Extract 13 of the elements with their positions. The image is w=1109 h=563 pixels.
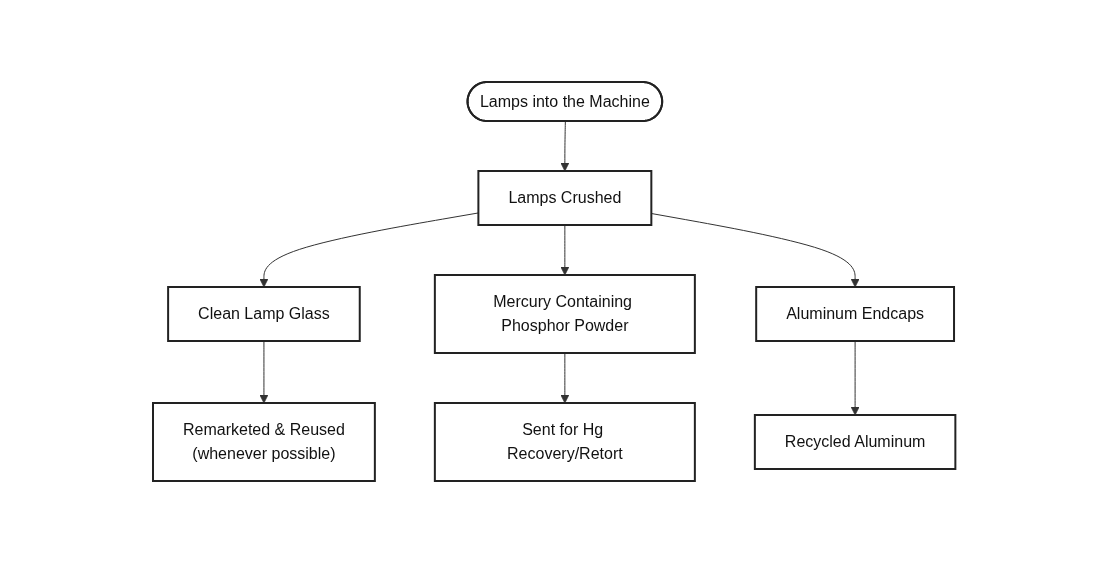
node-box: Aluminum Endcaps [755,286,956,342]
node-box: Sent for Hg Recovery/Retort [434,402,697,482]
arrow [651,213,860,288]
node-box: Mercury Containing Phosphor Powder [434,274,697,354]
node-box: Remarketed & Reused (whenever possible) [152,402,377,482]
arrow [259,340,269,404]
arrow [560,121,570,172]
arrow [851,340,860,416]
arrow [560,352,570,404]
arrow [560,224,570,276]
node-box: Lamps Crushed [477,170,653,226]
node-box: Clean Lamp Glass [167,286,362,342]
node-box: Recycled Aluminum [754,414,957,470]
